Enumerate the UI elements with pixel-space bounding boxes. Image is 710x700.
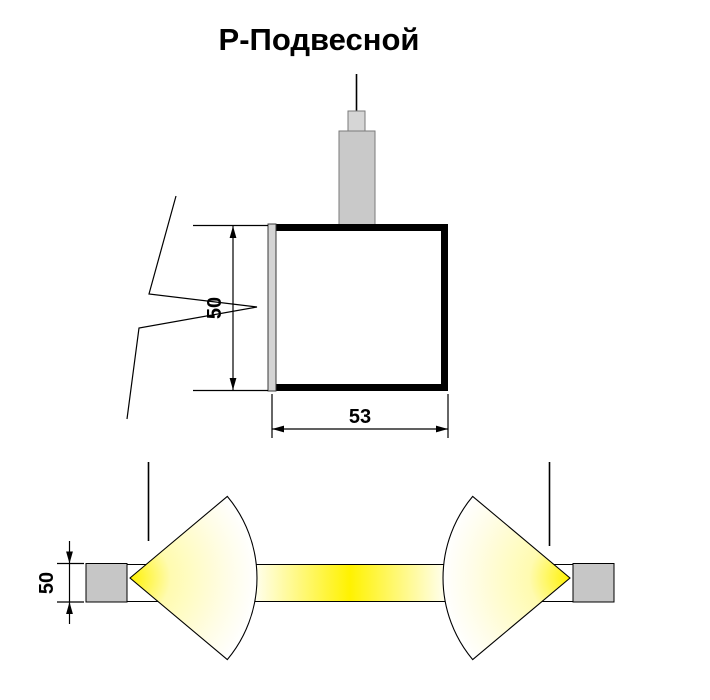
light-cone-right bbox=[442, 495, 571, 661]
profile-section bbox=[267, 223, 448, 392]
profile-walls bbox=[272, 224, 448, 391]
drawing-title: Р-Подвесной bbox=[219, 22, 420, 57]
profile-interior bbox=[272, 224, 448, 391]
side-height-dimension: 50 bbox=[36, 541, 84, 624]
end-cap-left bbox=[85, 563, 128, 603]
dimension-arrow-right bbox=[436, 425, 448, 433]
profile-diffuser-slot bbox=[267, 223, 277, 392]
break-line bbox=[126, 195, 258, 420]
height-dimension: 50 bbox=[193, 224, 268, 392]
light-cone-left bbox=[129, 495, 258, 661]
dimension-arrow-up bbox=[229, 226, 237, 238]
dimension-arrow-left bbox=[272, 425, 284, 433]
end-cap-right bbox=[572, 563, 615, 603]
cable-connector bbox=[347, 110, 366, 133]
mounting-canopy bbox=[338, 130, 376, 228]
dimension-arrow-down bbox=[66, 551, 73, 564]
height-dimension-label: 50 bbox=[204, 297, 226, 319]
pendant-mount bbox=[338, 74, 376, 228]
width-dimension: 53 bbox=[271, 394, 449, 438]
dimension-arrow-up bbox=[66, 602, 73, 614]
dimension-arrow-down bbox=[229, 378, 237, 390]
width-dimension-label: 53 bbox=[349, 406, 371, 428]
side-view bbox=[85, 462, 615, 661]
side-height-dimension-label: 50 bbox=[36, 572, 58, 594]
